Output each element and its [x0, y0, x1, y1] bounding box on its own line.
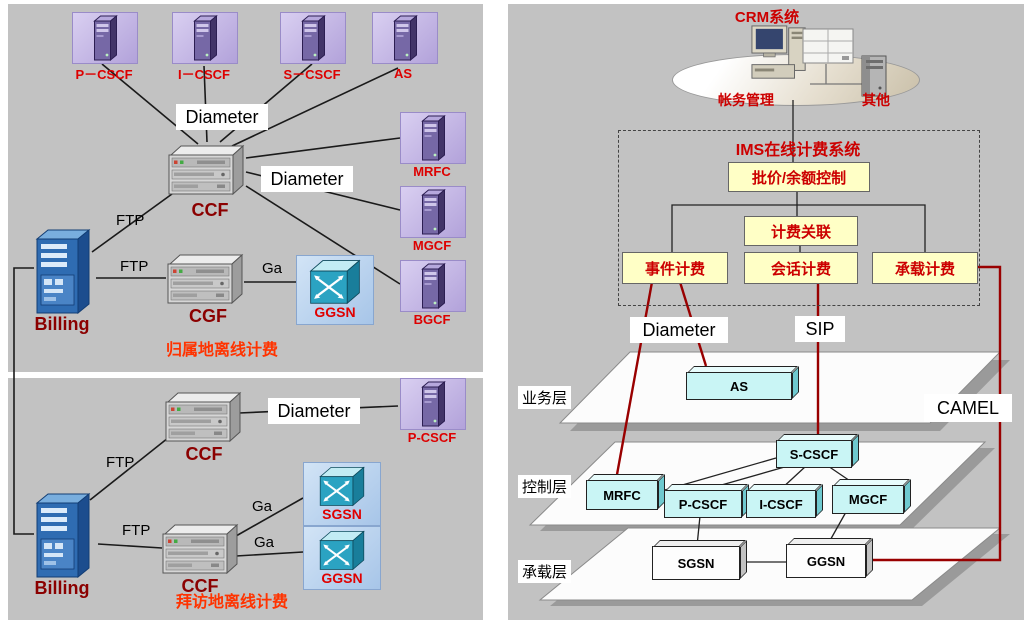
as-label: AS [393, 66, 413, 81]
ccf-device-icon [164, 390, 242, 447]
i-cscf-server-icon [172, 12, 238, 64]
other-label: 其他 [862, 92, 890, 108]
rating-balance-box: 批价/余额控制 [728, 162, 870, 192]
diameter-link-label: Diameter [261, 166, 353, 192]
sgsn-router-icon: SGSN [303, 462, 381, 526]
camel-link-label: CAMEL [924, 394, 1012, 422]
visited-offline-caption: 拜访地离线计费 [176, 594, 289, 611]
cgf-label: CGF [189, 306, 227, 326]
ccf-label: CCF [191, 200, 229, 220]
ftp-link-label: FTP [120, 258, 149, 275]
ggsn-label: GGSN [321, 570, 363, 586]
sgsn-label: SGSN [322, 506, 362, 522]
diameter-link-label: Diameter [630, 317, 728, 343]
p-cscf-label: P-CSCF [407, 430, 457, 445]
billing-mgmt-label: 帐务管理 [718, 92, 774, 108]
bgcf-label: BGCF [413, 312, 451, 327]
as-node-label: AS [729, 378, 749, 394]
diameter-link-label: Diameter [268, 398, 360, 424]
ftp-link-label: FTP [106, 454, 135, 471]
p-cscf-node-label: P-CSCF [678, 496, 728, 512]
billing-label: Billing [34, 314, 90, 334]
s-cscf-node-label: S-CSCF [789, 446, 839, 462]
ga-link-label: Ga [262, 260, 283, 277]
ggsn-node: GGSN [786, 544, 866, 578]
as-server-icon [372, 12, 438, 64]
ccf-device-icon [167, 143, 245, 200]
crm-title: CRM系统 [734, 9, 800, 26]
ccf-label: CCF [181, 576, 219, 596]
ga-link-label: Ga [252, 498, 273, 515]
mgcf-node-label: MGCF [848, 492, 888, 507]
bearer-layer-label: 承载层 [518, 560, 572, 583]
sip-link-label: SIP [795, 316, 845, 342]
mrfc-server-icon [400, 112, 466, 164]
ftp-link-label: FTP [116, 212, 145, 229]
ggsn-router-icon: GGSN [303, 526, 381, 590]
diameter-link-label: Diameter [176, 104, 268, 130]
ims-ocs-title: IMS在线计费系统 [735, 142, 861, 159]
ggsn-label: GGSN [314, 304, 356, 320]
mrfc-label: MRFC [413, 164, 451, 179]
billing-label: Billing [34, 578, 90, 598]
billing-server-icon [30, 492, 96, 583]
mrfc-node: MRFC [586, 480, 658, 510]
event-charging-box: 事件计费 [622, 252, 728, 284]
i-cscf-node: I-CSCF [746, 490, 816, 518]
p-cscf-label: P－CSCF [75, 67, 133, 82]
bearer-charging-box: 承载计费 [872, 252, 978, 284]
bgcf-server-icon [400, 260, 466, 312]
mgcf-node: MGCF [832, 485, 904, 514]
mrfc-node-label: MRFC [603, 487, 641, 503]
ftp-link-label: FTP [122, 522, 151, 539]
control-layer-label: 控制层 [518, 475, 572, 498]
mgcf-server-icon [400, 186, 466, 238]
ggsn-router-icon: GGSN [296, 255, 374, 325]
billing-server-icon [30, 228, 96, 319]
i-cscf-label: I－CSCF [177, 67, 230, 82]
sgsn-node: SGSN [652, 546, 740, 580]
sgsn-node-label: SGSN [677, 555, 715, 571]
cabinet-device-icon [802, 28, 854, 69]
p-cscf-node: P-CSCF [664, 490, 742, 518]
p-cscf-server-icon [400, 378, 466, 430]
service-layer-label: 业务层 [518, 386, 572, 409]
ims-ocs-boundary [618, 130, 980, 306]
charging-correlation-box: 计费关联 [744, 216, 858, 246]
ccf-label: CCF [185, 444, 223, 464]
p-cscf-server-icon [72, 12, 138, 64]
i-cscf-node-label: I-CSCF [759, 496, 803, 512]
cgf-device-icon [166, 252, 244, 309]
ccf-device-icon [161, 522, 239, 579]
ga-link-label: Ga [254, 534, 275, 551]
s-cscf-server-icon [280, 12, 346, 64]
session-charging-box: 会话计费 [744, 252, 858, 284]
ggsn-node-label: GGSN [806, 553, 846, 569]
home-offline-caption: 归属地离线计费 [166, 342, 279, 359]
as-node: AS [686, 372, 792, 400]
s-cscf-label: S－CSCF [283, 67, 341, 82]
s-cscf-node: S-CSCF [776, 440, 852, 468]
mgcf-label: MGCF [412, 238, 452, 253]
desktop-pc-icon [750, 24, 810, 89]
